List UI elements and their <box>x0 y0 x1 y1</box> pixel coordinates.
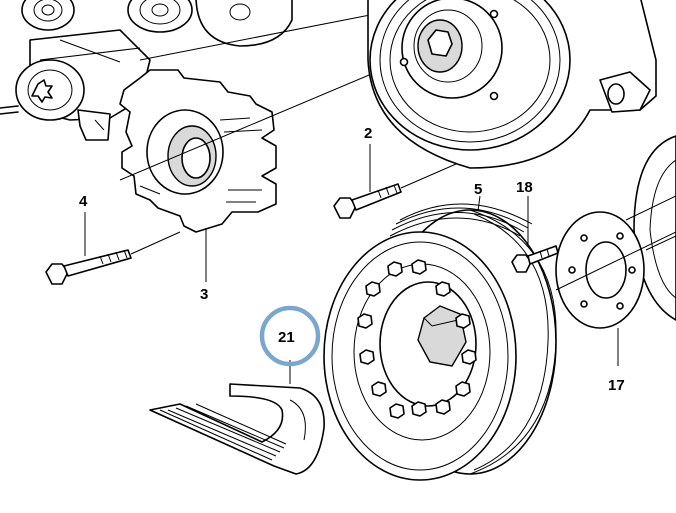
upper-pulley-assembly <box>0 0 371 141</box>
callout-label-5: 5 <box>474 181 482 198</box>
bolt-part-18 <box>511 196 559 273</box>
callout-label-2: 2 <box>364 125 372 142</box>
upper-damper-pulley <box>367 0 657 169</box>
pulley-bolt-ring <box>357 259 477 419</box>
callout-label-17: 17 <box>608 377 625 394</box>
highlight-circle <box>259 305 321 367</box>
flange-plate-part-17 <box>555 211 676 366</box>
callout-label-3: 3 <box>200 286 208 303</box>
bolt-part-4 <box>45 212 181 285</box>
poly-v-belt-part-21 <box>149 360 325 475</box>
callout-label-21: 21 <box>278 329 295 346</box>
crankshaft-pulley-part-5 <box>323 195 557 481</box>
bolt-part-2 <box>333 95 613 219</box>
callout-label-18: 18 <box>516 179 533 196</box>
rubber-coupling-part-3 <box>119 61 401 282</box>
callout-label-4: 4 <box>79 193 88 210</box>
